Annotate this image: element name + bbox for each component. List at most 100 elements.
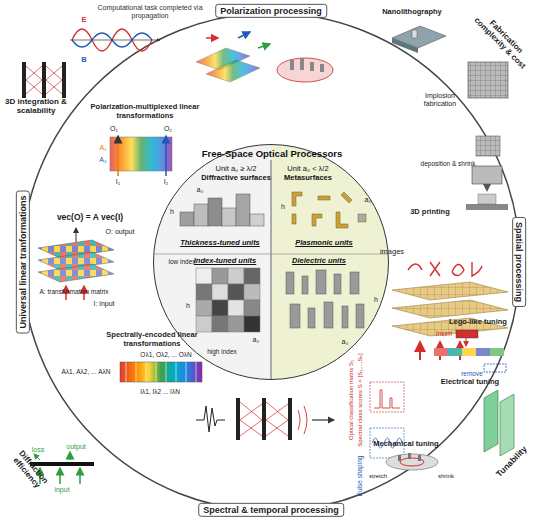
spatial-layers-part (392, 282, 508, 300)
node-label: Dielectric units (274, 257, 364, 266)
em-wave (70, 29, 160, 51)
lego-tuning-part (490, 348, 504, 356)
symbol-label: h (186, 302, 190, 310)
printer-3d (466, 166, 508, 210)
symbol-label: E (81, 16, 86, 25)
nanolithography-part (412, 30, 417, 38)
polarization-layers-part (258, 44, 270, 48)
dielectric-units-part (342, 306, 348, 328)
text-label: stretch (369, 473, 387, 480)
text-label: Spectrally-encoded linear transformation… (100, 331, 204, 348)
diffraction-efficiency-part (30, 462, 94, 466)
index-units-part (212, 268, 228, 284)
symbol-label: a₀ (342, 338, 349, 346)
polarization-layers-part (300, 58, 304, 70)
symbol-label: A₂ (99, 156, 106, 164)
text-label: high index (207, 348, 237, 355)
text-label: I: input (93, 300, 114, 308)
inner-fill-part (271, 160, 272, 380)
temporal-processing (196, 382, 404, 458)
lego-tuning-part (466, 338, 467, 346)
lego-tuning-part (434, 348, 448, 356)
text-label: vec(O) = A vec(I) (57, 213, 123, 223)
thickness-units-part (194, 204, 208, 226)
polarization-layers (196, 32, 333, 82)
index-units-part (244, 316, 260, 332)
pol-multiplex-bar (110, 136, 172, 176)
plasmonic-units (292, 192, 366, 228)
index-units-part (228, 316, 244, 332)
text-label: Iλ1, Iλ2 ... IλN (140, 388, 180, 395)
spatial-layers-part (408, 262, 482, 276)
temporal-processing-part (374, 390, 400, 408)
diffraction-efficiency-part (79, 468, 81, 484)
dielectric-units-part (308, 308, 315, 328)
lego-tuning (434, 330, 506, 372)
stacked-layers-part (42, 62, 46, 98)
temporal-processing-part (262, 398, 266, 440)
printer-3d-part (483, 184, 491, 192)
polarization-layers-part (290, 60, 294, 70)
index-units-part (196, 284, 212, 300)
printer-3d-part (478, 194, 496, 204)
text-label: deposition & shrink (421, 160, 476, 167)
temporal-processing-part (312, 419, 334, 420)
index-units-part (196, 300, 212, 316)
stacked-layers (22, 62, 66, 98)
text-label: loss (32, 446, 44, 454)
symbol-label: a₀ (253, 336, 260, 344)
index-units-part (196, 268, 212, 284)
spectral-bar (120, 362, 202, 382)
text-label: O: output (106, 228, 135, 236)
spectral-bar-part (126, 362, 196, 382)
text-label: A: transformation matrix (40, 288, 109, 295)
pol-multiplex-bar-part (165, 136, 167, 176)
thickness-units-part (208, 198, 222, 226)
dielectric-units-part (316, 270, 326, 294)
text-label: Diffraction efficiency (3, 440, 57, 499)
symbol-label: I₂ (164, 178, 169, 186)
index-units-part (228, 284, 244, 300)
inner-fill-part (153, 254, 389, 255)
unit-cell: Dielectric units (272, 257, 390, 381)
dielectric-units-part (356, 304, 364, 328)
ring-circle-part (22, 13, 520, 511)
polarization-layers-part (206, 37, 218, 39)
plasmonic-units-part (292, 214, 296, 224)
node-label: Diffractive surfaces (200, 174, 272, 183)
spatial-layers (392, 262, 508, 360)
inner-fill-part (271, 144, 389, 380)
text-label: Optical classification matrix S₁ (348, 360, 355, 440)
mosaic-block-part (38, 264, 114, 282)
plasmonic-units-part (358, 214, 366, 222)
text-label: Nanolithography (382, 8, 442, 17)
unit-cell: Plasmonic units (272, 183, 390, 257)
implosion-fabrication (468, 62, 508, 156)
mosaic-block-part (76, 228, 77, 242)
mechanical-tuning (386, 453, 438, 470)
stacked-layers-part (22, 62, 26, 98)
text-label: Implosion fabrication (415, 92, 465, 108)
pol-multiplex-bar-part (117, 136, 119, 176)
symbol-label: a₀ (197, 186, 204, 194)
ring-circle (22, 13, 520, 511)
section-label: Spectral & temporal processing (198, 503, 344, 517)
text-label: Insert (436, 330, 452, 337)
pol-multiplex-bar-part (110, 137, 172, 171)
node-label: Thickness-tuned units (170, 239, 270, 248)
temporal-processing-part (288, 398, 292, 440)
mechanical-tuning-part (398, 455, 401, 461)
text-label: low index (168, 258, 195, 265)
text-label: Spectral class scores S = [S₁,...,Sₖ] (357, 353, 364, 446)
lego-tuning-part (448, 348, 462, 356)
printer-3d-part (466, 204, 508, 210)
dielectric-units-part (350, 272, 359, 294)
dielectric-units-part (302, 276, 308, 294)
node-label: Plasmonic units (274, 239, 374, 248)
text-label: shrink (438, 473, 454, 480)
implosion-fabrication-part (468, 62, 508, 98)
node-label: Unit a₀ ≥ λ/2 (200, 165, 272, 174)
text-label: Electrical tuning (441, 378, 499, 387)
index-units-part (212, 316, 228, 332)
